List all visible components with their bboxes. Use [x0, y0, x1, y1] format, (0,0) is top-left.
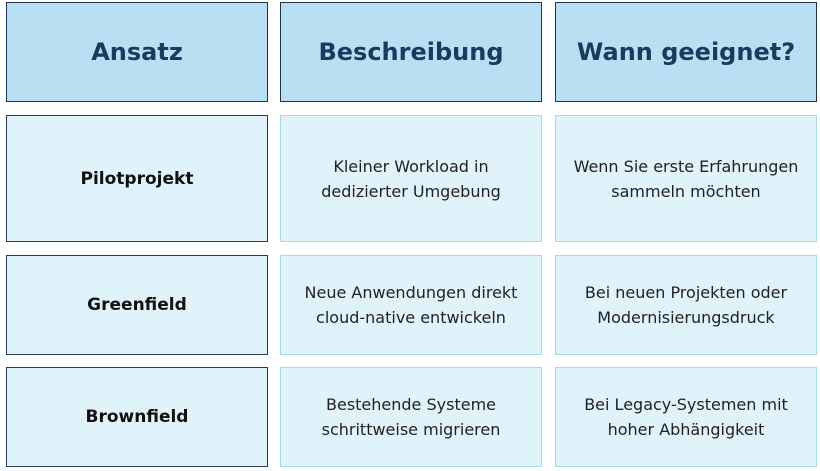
text-line: cloud-native entwickeln — [316, 308, 506, 327]
row-when-text: Bei Legacy-Systemen mit hoher Abhängigke… — [584, 392, 788, 442]
row-when-cell: Bei Legacy-Systemen mit hoher Abhängigke… — [555, 367, 817, 467]
row-description-cell: Neue Anwendungen direkt cloud-native ent… — [280, 255, 542, 355]
row-when-text: Bei neuen Projekten oder Modernisierungs… — [585, 280, 787, 330]
row-approach-label: Pilotprojekt — [80, 168, 194, 189]
header-when-suitable-label: Wann geeignet? — [576, 38, 796, 66]
header-description-label: Beschreibung — [318, 38, 504, 66]
header-description: Beschreibung — [280, 2, 542, 102]
text-line: sammeln möchten — [611, 181, 761, 201]
row-approach-label: Brownfield — [85, 407, 189, 427]
row-description-cell: Kleiner Workload in dedizierter Umgebung — [280, 115, 542, 242]
row-description-text: Kleiner Workload in dedizierter Umgebung — [321, 154, 501, 204]
row-when-cell: Wenn Sie erste Erfahrungen sammeln möcht… — [555, 115, 817, 242]
header-approach-label: Ansatz — [91, 38, 183, 66]
row-when-cell: Bei neuen Projekten oder Modernisierungs… — [555, 255, 817, 355]
row-approach-cell: Pilotprojekt — [6, 115, 268, 242]
row-description-cell: Bestehende Systeme schrittweise migriere… — [280, 367, 542, 467]
row-description-text: Neue Anwendungen direkt cloud-native ent… — [305, 280, 518, 330]
row-when-text: Wenn Sie erste Erfahrungen sammeln möcht… — [574, 154, 799, 204]
text-line: Modernisierungsdruck — [597, 308, 775, 327]
header-approach: Ansatz — [6, 2, 268, 102]
text-line: Bestehende Systeme — [326, 395, 496, 414]
row-approach-label: Greenfield — [87, 295, 187, 315]
text-line: Wenn Sie erste Erfahrungen — [573, 156, 799, 176]
text-line: Kleiner Workload in — [333, 156, 489, 176]
text-line: Bei neuen Projekten oder — [584, 283, 788, 302]
text-line: Neue Anwendungen direkt — [304, 283, 518, 302]
text-line: Bei Legacy-Systemen mit — [584, 395, 788, 414]
text-line: hoher Abhängigkeit — [607, 420, 765, 439]
row-approach-cell: Brownfield — [6, 367, 268, 467]
row-approach-cell: Greenfield — [6, 255, 268, 355]
row-description-text: Bestehende Systeme schrittweise migriere… — [322, 392, 501, 442]
text-line: schrittweise migrieren — [321, 420, 501, 439]
header-when-suitable: Wann geeignet? — [555, 2, 817, 102]
text-line: dedizierter Umgebung — [321, 181, 501, 201]
